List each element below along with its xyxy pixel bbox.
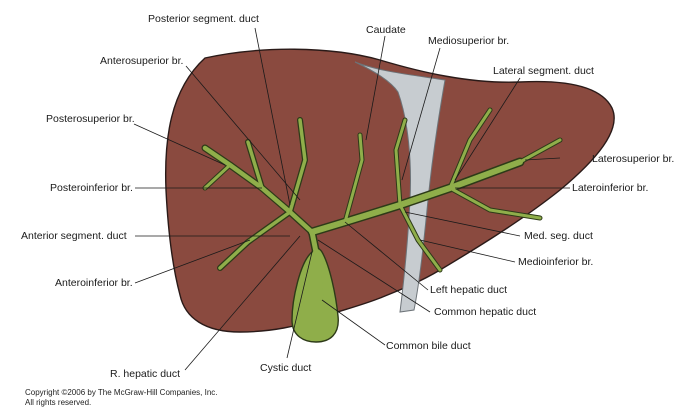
gallbladder: [291, 247, 339, 343]
label-r-hepatic-duct: R. hepatic duct: [110, 368, 180, 380]
label-caudate: Caudate: [366, 24, 406, 36]
label-lateroinferior-br: Lateroinferior br.: [572, 182, 648, 194]
leader-mediosuperior: [401, 47, 441, 181]
leader-caudate: [365, 35, 386, 141]
label-med-seg-duct: Med. seg. duct: [524, 230, 593, 242]
label-cystic-duct: Cystic duct: [260, 362, 311, 374]
leader-posterior-segment-duct: [254, 27, 291, 206]
label-lateral-segment-duct: Lateral segment. duct: [493, 65, 594, 77]
label-common-bile-duct: Common bile duct: [386, 340, 471, 352]
copyright-line-2: All rights reserved.: [25, 398, 92, 407]
copyright-notice: Copyright ©2006 by The McGraw-Hill Compa…: [25, 388, 218, 408]
label-medioinferior-br: Medioinferior br.: [518, 256, 593, 268]
label-anterior-segment-duct: Anterior segment. duct: [21, 230, 127, 242]
leader-anterosuperior: [185, 65, 301, 201]
biliary-tree: [202, 108, 562, 313]
leader-anteroinferior: [134, 239, 251, 284]
label-laterosuperior-br: Laterosuperior br.: [592, 153, 674, 165]
label-posterosuperior-br: Posterosuperior br.: [46, 113, 135, 125]
leader-medioinferior: [419, 239, 516, 263]
leader-lines: [133, 27, 570, 371]
leader-left-hepatic: [344, 221, 429, 291]
liver-outline: [164, 48, 615, 333]
labels: Posterior segment. duct Caudate Mediosup…: [21, 13, 674, 380]
label-mediosuperior-br: Mediosuperior br.: [428, 35, 509, 47]
leader-laterosuperior: [524, 157, 561, 161]
label-anterosuperior-br: Anterosuperior br.: [100, 55, 183, 67]
label-anteroinferior-br: Anteroinferior br.: [55, 277, 133, 289]
label-left-hepatic-duct: Left hepatic duct: [430, 284, 507, 296]
label-posteroinferior-br: Posteroinferior br.: [50, 182, 133, 194]
label-common-hepatic-duct: Common hepatic duct: [434, 306, 536, 318]
leader-lateral-segment: [454, 77, 521, 181]
leader-posterosuperior: [133, 123, 226, 166]
leader-common-bile: [321, 299, 386, 346]
leader-cystic: [286, 251, 313, 359]
leader-r-hepatic: [184, 235, 301, 371]
label-posterior-segment-duct: Posterior segment. duct: [148, 13, 259, 25]
copyright-line-1: Copyright ©2006 by The McGraw-Hill Compa…: [25, 388, 218, 397]
leader-common-hepatic: [317, 239, 431, 313]
leader-med-seg: [404, 211, 521, 237]
